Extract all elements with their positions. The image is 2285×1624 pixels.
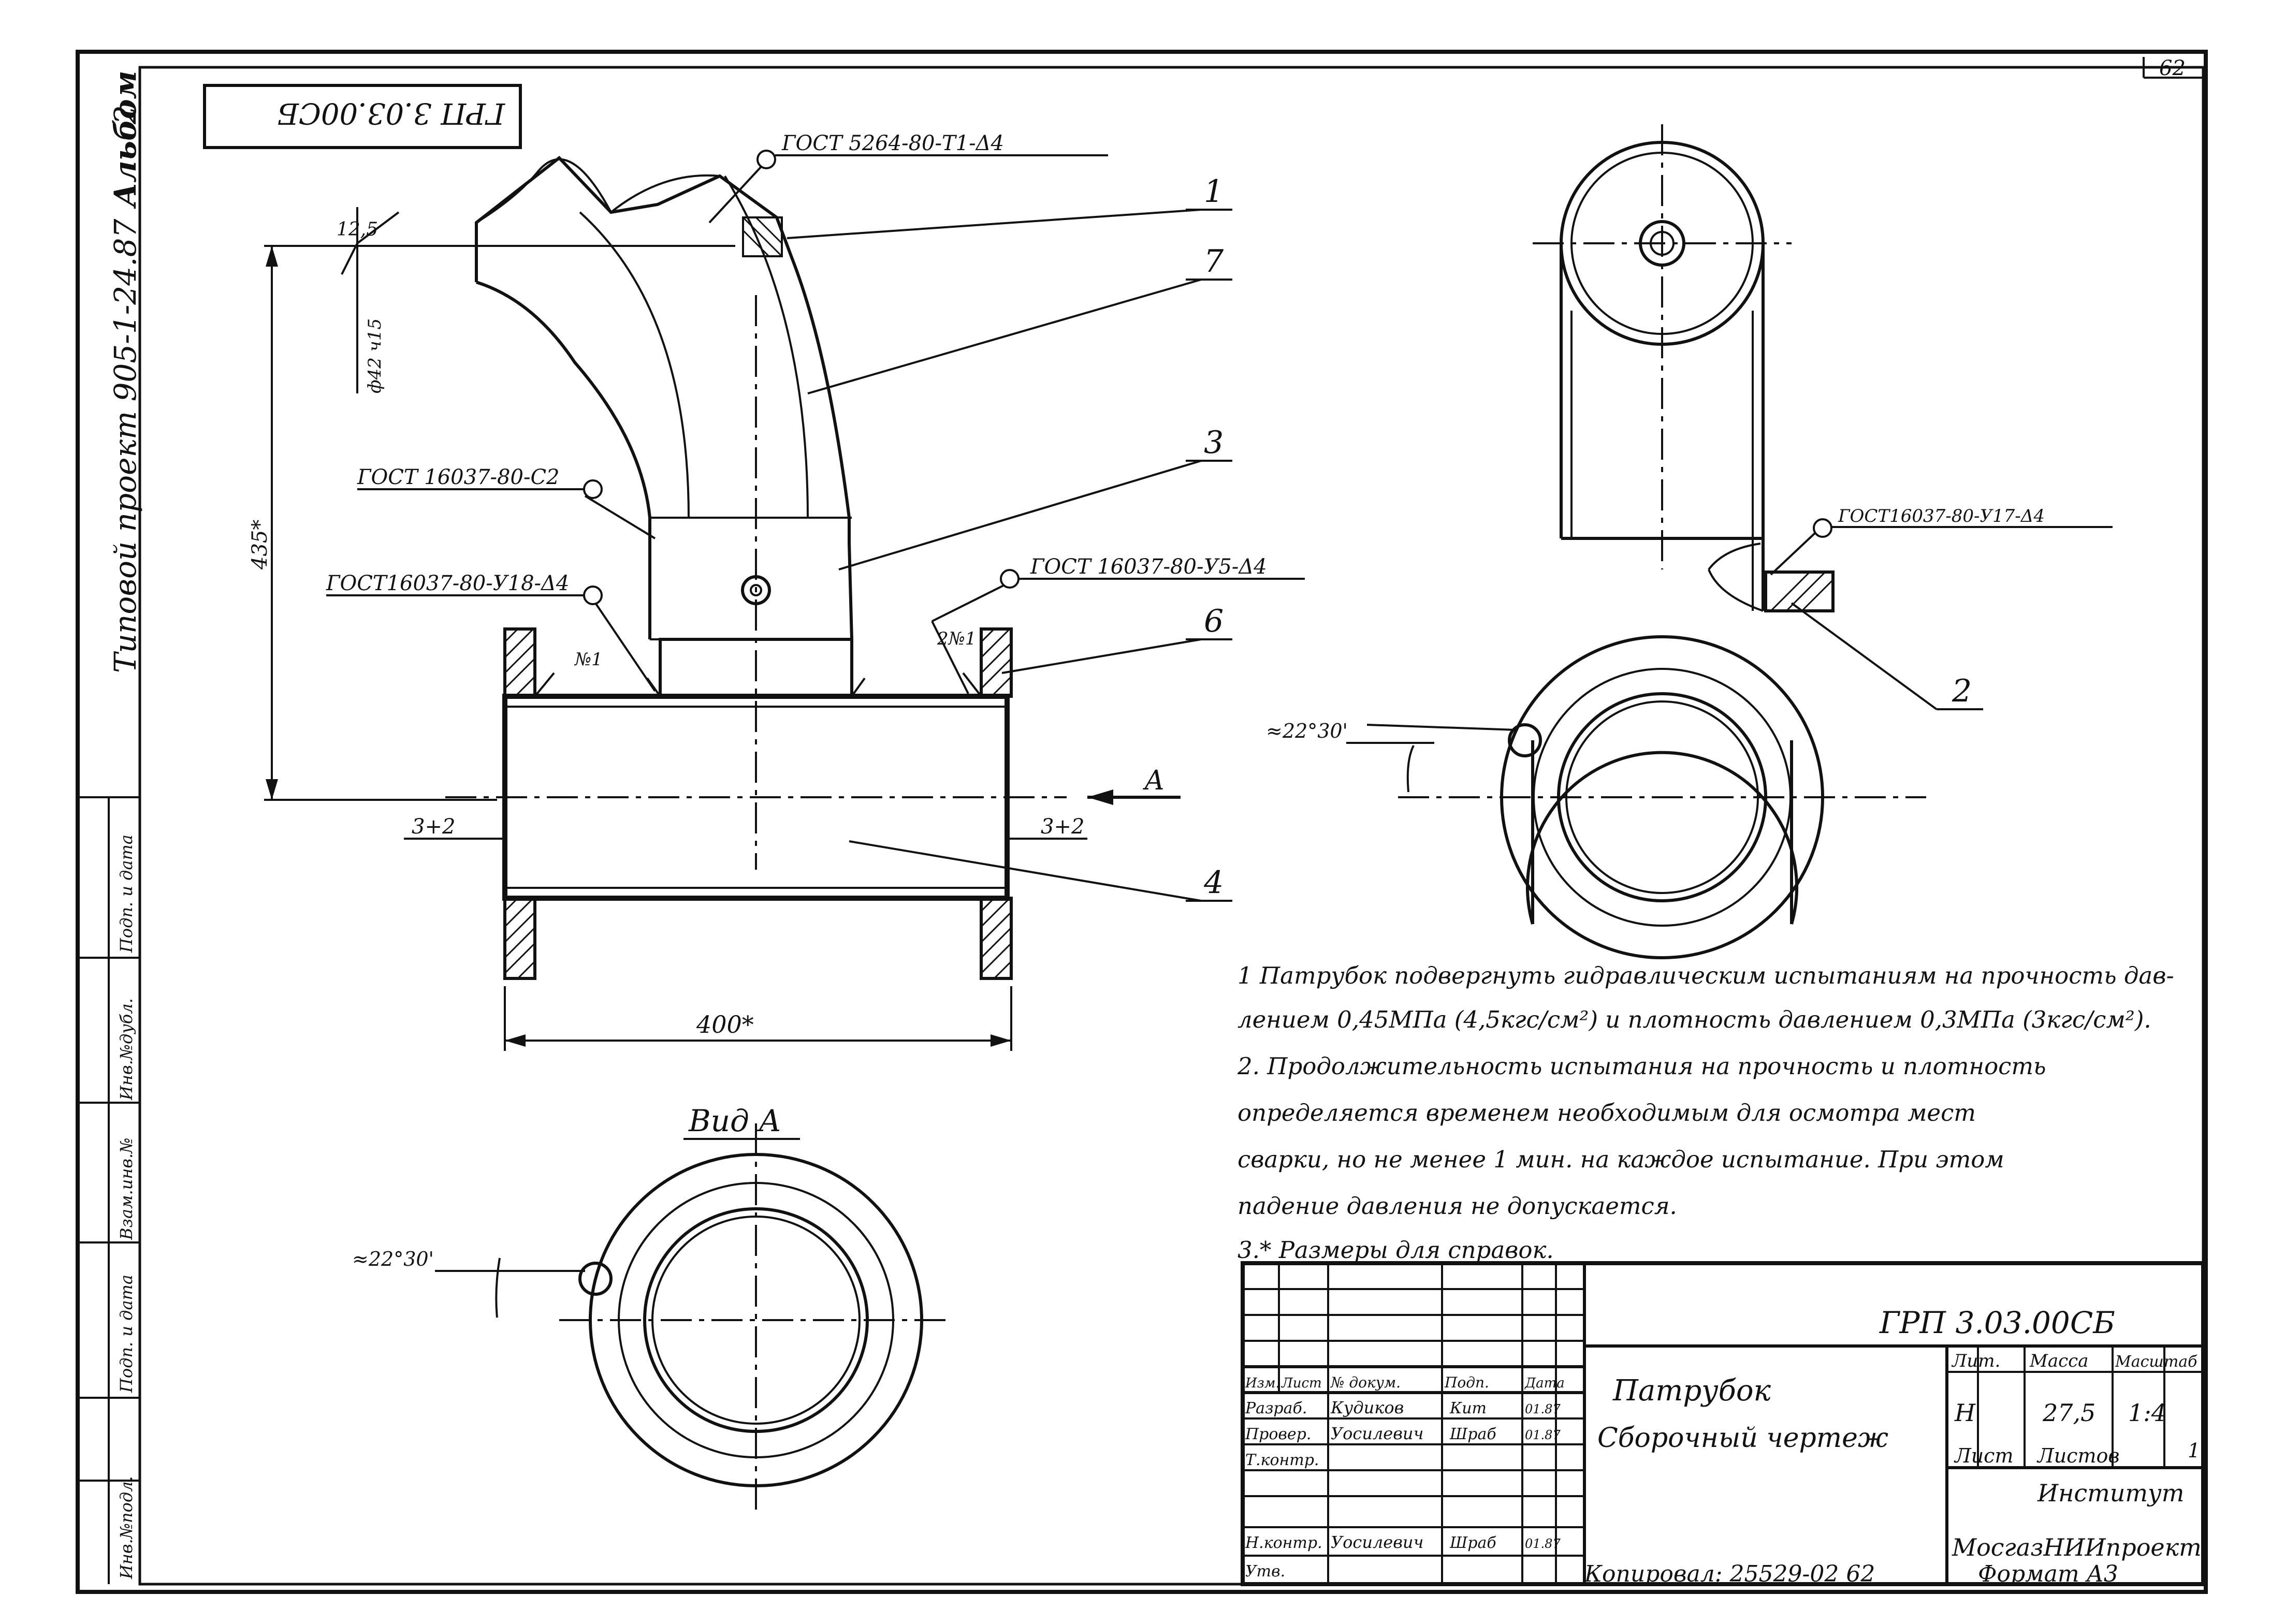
row-role-1: Разраб. bbox=[1245, 1399, 1307, 1417]
row-role-2: Провер. bbox=[1245, 1425, 1311, 1443]
hdr-date: Дата bbox=[1524, 1376, 1565, 1391]
strip-label-2: Инв.№дубл. bbox=[117, 998, 136, 1101]
hdr-doc: № докум. bbox=[1330, 1374, 1401, 1391]
note-line-4: определяется временем необходимым для ос… bbox=[1238, 1099, 1976, 1126]
view-a-title: Вид А bbox=[688, 1103, 781, 1138]
note-line-6: падение давления не допускается. bbox=[1238, 1192, 1677, 1220]
weld-left-lower: ГОСТ16037-80-У18-Δ4 bbox=[326, 572, 569, 595]
value-mass: 27,5 bbox=[2042, 1399, 2095, 1427]
left-strip bbox=[78, 796, 140, 1584]
dim-height: 435* bbox=[248, 520, 272, 570]
value-sheets: 1 bbox=[2188, 1439, 2200, 1462]
hdr-list: Лист bbox=[1280, 1376, 1322, 1391]
row-sign-2: Шраб bbox=[1449, 1425, 1496, 1443]
strip-label-3: Взам.инв.№ bbox=[117, 1137, 136, 1240]
weld-side-view: ГОСТ16037-80-У17-Δ4 bbox=[1838, 506, 2045, 526]
value-lit: Н bbox=[1954, 1399, 1976, 1427]
view-a bbox=[435, 1123, 953, 1517]
row-date-2: 01.87 bbox=[1525, 1428, 1561, 1442]
row-role-5: Утв. bbox=[1245, 1562, 1285, 1581]
title-drawing-type: Сборочный чертеж bbox=[1597, 1423, 1888, 1454]
callout-7: 7 bbox=[1204, 243, 1224, 280]
hdr-mass: Масса bbox=[2029, 1351, 2088, 1371]
note-line-1: 1 Патрубок подвергнуть гидравлическим ис… bbox=[1238, 962, 2174, 989]
sheet-frame bbox=[76, 50, 2208, 1594]
rotated-code: ГРП 3.03.00СБ bbox=[278, 96, 505, 130]
technical-notes: 1 Патрубок подвергнуть гидравлическим ис… bbox=[1237, 962, 2174, 1264]
arrow-a-label: А bbox=[1142, 765, 1165, 796]
row-date-1: 01.87 bbox=[1525, 1402, 1561, 1416]
title-part-name: Патрубок bbox=[1612, 1374, 1771, 1408]
weld-right-lower: ГОСТ 16037-80-У5-Δ4 bbox=[1030, 555, 1267, 579]
callout-3: 3 bbox=[1204, 425, 1224, 461]
project-title: Типовой проект 905-1-24.87 bbox=[108, 218, 143, 673]
weld-left-middle: ГОСТ 16037-80-С2 bbox=[357, 465, 560, 489]
front-dimensions bbox=[264, 207, 1087, 1051]
dim-gap-right: 3+2 bbox=[1041, 815, 1084, 839]
hdr-lit: Лит. bbox=[1951, 1351, 2000, 1371]
weld-n1-right: 2№1 bbox=[937, 628, 976, 649]
rotated-code-box bbox=[203, 84, 522, 149]
row-sign-1: Кит bbox=[1449, 1399, 1487, 1417]
institute-line-2: МосгазНИИпроект bbox=[1952, 1533, 2202, 1561]
dim-length: 400* bbox=[696, 1011, 754, 1038]
weld-leaders-front bbox=[326, 150, 1305, 694]
dim-roughness: 12,5 bbox=[337, 219, 378, 240]
note-line-2: лением 0,45МПа (4,5кгс/см²) и плотность … bbox=[1238, 1006, 2151, 1033]
side-view bbox=[1346, 124, 2113, 959]
callout-1: 1 bbox=[1204, 173, 1224, 210]
front-view bbox=[445, 155, 1181, 980]
strip-label-5: Инв.№подл. bbox=[117, 1476, 136, 1579]
row-name-1: Кудиков bbox=[1330, 1398, 1404, 1417]
value-scale: 1:4 bbox=[2128, 1399, 2166, 1427]
label-sheet: Лист bbox=[1954, 1444, 2014, 1467]
title-doc-code: ГРП 3.03.00СБ bbox=[1879, 1305, 2115, 1340]
hdr-izm: Изм. bbox=[1245, 1376, 1280, 1391]
dim-diameter: ф42 ч15 bbox=[365, 318, 385, 393]
dim-angle-side: ≈22°30' bbox=[1266, 720, 1348, 742]
institute-line-1: Институт bbox=[2037, 1479, 2184, 1507]
note-line-3: 2. Продолжительность испытания на прочно… bbox=[1237, 1052, 2046, 1080]
row-sign-4: Шраб bbox=[1449, 1534, 1496, 1552]
footer-format: Формат А3 bbox=[1978, 1561, 2118, 1587]
sheet-number: 62 bbox=[2159, 56, 2186, 80]
label-sheets: Листов bbox=[2036, 1444, 2120, 1467]
strip-label-1: Подп. и дата bbox=[117, 835, 136, 953]
weld-n1-left: №1 bbox=[574, 649, 603, 670]
row-role-3: Т.контр. bbox=[1245, 1451, 1319, 1469]
footer-copied: Копировал: 25529-02 62 bbox=[1584, 1561, 1875, 1587]
row-name-4: Уосилевич bbox=[1331, 1532, 1423, 1552]
callout-6: 6 bbox=[1204, 603, 1224, 639]
row-name-2: Уосилевич bbox=[1331, 1424, 1423, 1443]
note-line-5: сварки, но не менее 1 мин. на каждое исп… bbox=[1238, 1146, 2004, 1173]
album-number: 2 bbox=[108, 105, 143, 125]
note-line-7: 3.* Размеры для справок. bbox=[1238, 1236, 1554, 1264]
callout-4: 4 bbox=[1203, 865, 1224, 901]
dim-angle-view-a: ≈22°30' bbox=[352, 1248, 434, 1270]
part-leaders bbox=[787, 209, 1983, 902]
hdr-sign: Подп. bbox=[1444, 1374, 1489, 1391]
title-block-grid bbox=[1241, 1261, 2205, 1586]
hdr-scale: Масштаб bbox=[2115, 1353, 2197, 1371]
row-role-4: Н.контр. bbox=[1245, 1534, 1322, 1552]
album-label: Альбом bbox=[108, 70, 143, 209]
row-date-4: 01.87 bbox=[1525, 1537, 1561, 1551]
weld-top: ГОСТ 5264-80-Т1-Δ4 bbox=[781, 131, 1004, 155]
dim-gap-left: 3+2 bbox=[412, 815, 455, 839]
strip-label-4: Подп. и дата bbox=[117, 1275, 136, 1393]
callout-2: 2 bbox=[1952, 673, 1972, 709]
